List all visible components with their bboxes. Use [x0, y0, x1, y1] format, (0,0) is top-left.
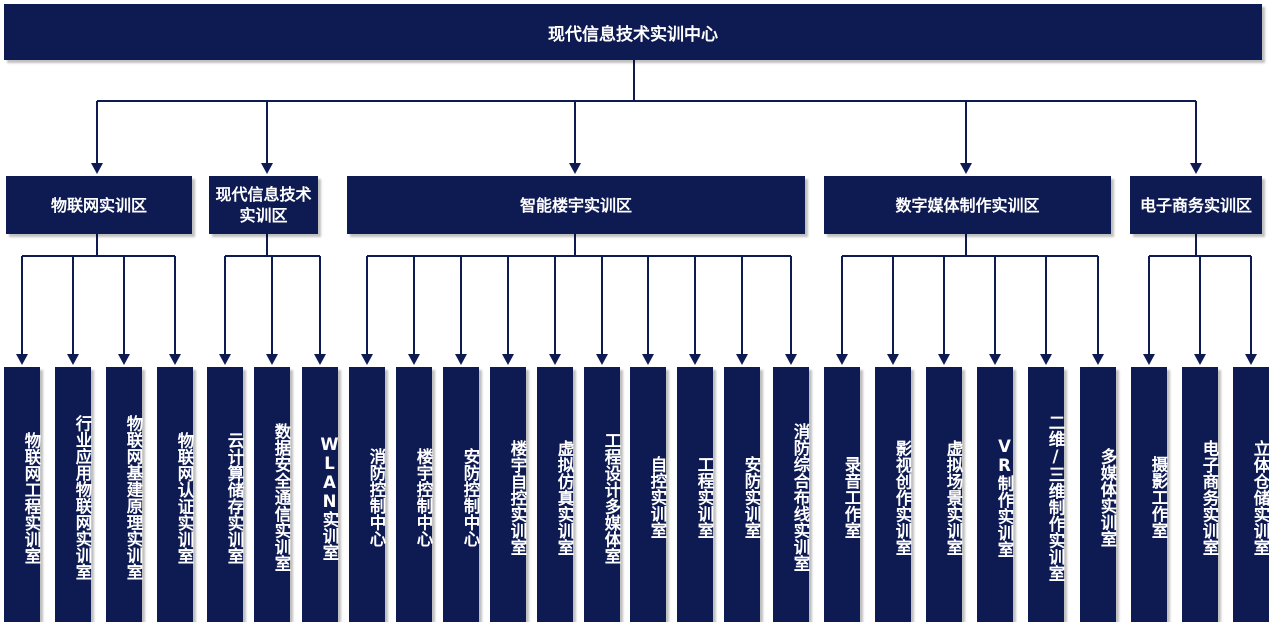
room-node: 工程实训室	[677, 367, 714, 622]
area-node: 物联网实训区	[6, 176, 192, 234]
arrowhead	[118, 354, 130, 365]
room-node: 安防实训室	[724, 367, 761, 622]
arrowhead	[642, 354, 654, 365]
room-node: 虚拟仿真实训室	[537, 367, 574, 622]
arrowhead	[836, 354, 848, 365]
arrowhead	[219, 354, 231, 365]
room-node: 楼宇控制中心	[396, 367, 433, 622]
arrowhead	[989, 354, 1001, 365]
arrowhead	[1040, 354, 1052, 365]
arrowhead	[689, 354, 701, 365]
room-node: 行业应用物联网实训室	[55, 367, 92, 622]
room-node: 虚拟场景实训室	[926, 367, 963, 622]
arrowhead	[266, 354, 278, 365]
arrowhead	[596, 354, 608, 365]
root-node: 现代信息技术实训中心	[4, 4, 1262, 60]
arrowhead	[16, 354, 28, 365]
room-node: 影视创作实训室	[875, 367, 912, 622]
arrowhead	[169, 354, 181, 365]
room-node: VR制作实训室	[977, 367, 1014, 622]
room-node: 物联网工程实训室	[4, 367, 41, 622]
room-node: 工程设计多媒体室	[584, 367, 621, 622]
room-node: WLAN实训室	[302, 367, 339, 622]
arrowhead	[960, 163, 972, 174]
arrowhead	[785, 354, 797, 365]
arrowhead	[502, 354, 514, 365]
room-node: 云计算储存实训室	[207, 367, 244, 622]
arrowhead	[408, 354, 420, 365]
arrowhead	[314, 354, 326, 365]
area-node: 现代信息技术实训区	[209, 176, 318, 234]
arrowhead	[1190, 163, 1202, 174]
arrowhead	[1143, 354, 1155, 365]
arrowhead	[1092, 354, 1104, 365]
area-node: 智能楼宇实训区	[347, 176, 805, 234]
arrowhead	[67, 354, 79, 365]
room-node: 物联网认证实训室	[157, 367, 194, 622]
room-node: 物联网基建原理实训室	[106, 367, 143, 622]
room-node: 楼宇自控实训室	[490, 367, 527, 622]
arrowhead	[736, 354, 748, 365]
arrowhead	[91, 163, 103, 174]
arrowhead	[569, 163, 581, 174]
arrowhead	[887, 354, 899, 365]
room-node: 安防控制中心	[443, 367, 480, 622]
room-node: 录音工作室	[824, 367, 861, 622]
arrowhead	[938, 354, 950, 365]
room-node: 电子商务实训室	[1182, 367, 1219, 622]
arrowhead	[1194, 354, 1206, 365]
room-node: 多媒体实训室	[1080, 367, 1117, 622]
room-node: 二维/三维制作实训室	[1028, 367, 1065, 622]
arrowhead	[455, 354, 467, 365]
room-node: 消防控制中心	[349, 367, 386, 622]
area-node: 数字媒体制作实训区	[824, 176, 1111, 234]
arrowhead	[361, 354, 373, 365]
room-node: 摄影工作室	[1131, 367, 1168, 622]
arrowhead	[261, 163, 273, 174]
arrowhead	[549, 354, 561, 365]
arrowhead	[1245, 354, 1257, 365]
room-node: 数据安全通信实训室	[254, 367, 291, 622]
room-node: 消防综合布线实训室	[773, 367, 810, 622]
room-node: 立体仓储实训室	[1233, 367, 1269, 622]
area-node: 电子商务实训区	[1130, 176, 1262, 234]
room-node: 自控实训室	[630, 367, 667, 622]
